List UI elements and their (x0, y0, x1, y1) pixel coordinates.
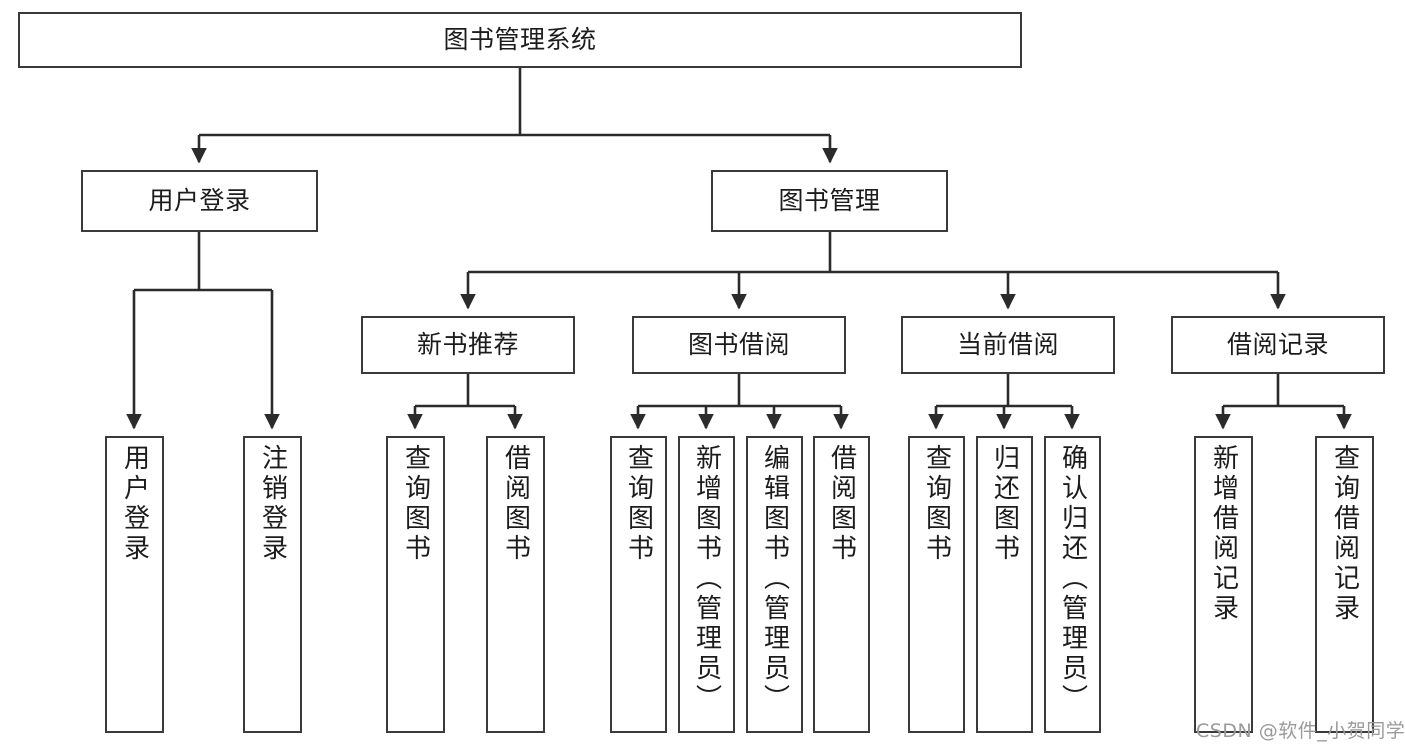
leaf-borrow-book-recommend[interactable]: 借阅图书 (486, 436, 545, 733)
leaf-return-book-label: 归还图书 (989, 444, 1020, 564)
node-user-login[interactable]: 用户登录 (81, 170, 318, 232)
node-book-borrow[interactable]: 图书借阅 (632, 316, 846, 374)
leaf-borrow-book-recommend-label: 借阅图书 (500, 444, 531, 564)
node-new-book-recommend[interactable]: 新书推荐 (361, 316, 575, 374)
leaf-query-book-current-label: 查询图书 (921, 444, 952, 564)
leaf-add-borrow-record[interactable]: 新增借阅记录 (1194, 436, 1253, 733)
leaf-add-borrow-record-label: 新增借阅记录 (1208, 444, 1239, 624)
leaf-query-borrow-record[interactable]: 查询借阅记录 (1315, 436, 1374, 733)
leaf-query-borrow-record-label: 查询借阅记录 (1329, 444, 1360, 624)
node-new-book-recommend-label: 新书推荐 (416, 330, 519, 360)
node-root-label: 图书管理系统 (443, 25, 597, 55)
leaf-edit-book-admin-label: 编辑图书（管理员） (759, 444, 790, 714)
node-book-management[interactable]: 图书管理 (711, 170, 948, 232)
leaf-query-book-recommend-label: 查询图书 (400, 444, 431, 564)
node-borrow-record-label: 借阅记录 (1226, 330, 1329, 360)
leaf-add-book-admin[interactable]: 新增图书（管理员） (678, 436, 735, 733)
leaf-logout[interactable]: 注销登录 (243, 436, 302, 733)
node-book-management-label: 图书管理 (778, 186, 881, 216)
watermark-text: CSDN @软件_小贺同学 (1196, 720, 1405, 742)
leaf-borrow-book-label: 借阅图书 (826, 444, 857, 564)
leaf-edit-book-admin[interactable]: 编辑图书（管理员） (746, 436, 803, 733)
leaf-confirm-return-admin[interactable]: 确认归还（管理员） (1044, 436, 1101, 733)
node-current-borrow[interactable]: 当前借阅 (901, 316, 1115, 374)
leaf-query-book-borrow[interactable]: 查询图书 (610, 436, 667, 733)
node-book-borrow-label: 图书借阅 (687, 330, 790, 360)
leaf-query-book-current[interactable]: 查询图书 (908, 436, 965, 733)
leaf-query-book-borrow-label: 查询图书 (623, 444, 654, 564)
leaf-logout-label: 注销登录 (257, 444, 288, 564)
node-borrow-record[interactable]: 借阅记录 (1171, 316, 1385, 374)
node-user-login-label: 用户登录 (148, 186, 251, 216)
leaf-borrow-book[interactable]: 借阅图书 (813, 436, 870, 733)
node-current-borrow-label: 当前借阅 (956, 330, 1059, 360)
leaf-query-book-recommend[interactable]: 查询图书 (386, 436, 445, 733)
leaf-confirm-return-admin-label: 确认归还（管理员） (1057, 444, 1088, 714)
leaf-user-login-label: 用户登录 (119, 444, 150, 564)
leaf-user-login[interactable]: 用户登录 (105, 436, 164, 733)
leaf-return-book[interactable]: 归还图书 (976, 436, 1033, 733)
node-root[interactable]: 图书管理系统 (18, 12, 1022, 68)
leaf-add-book-admin-label: 新增图书（管理员） (691, 444, 722, 714)
